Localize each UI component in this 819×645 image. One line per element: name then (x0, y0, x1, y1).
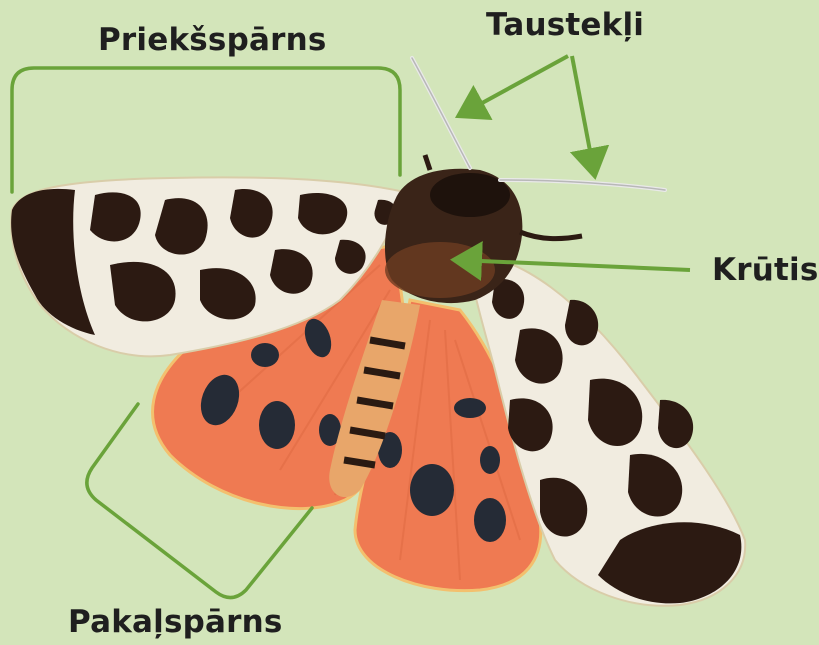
hindwing-label: Pakaļspārns (68, 604, 283, 640)
antennae-label: Taustekļi (486, 7, 644, 43)
thorax-label: Krūtis (712, 252, 818, 288)
forewing-label: Priekšspārns (98, 22, 327, 58)
antennae-arrows (462, 56, 594, 172)
forewing-bracket (12, 68, 400, 192)
thorax (385, 155, 582, 303)
